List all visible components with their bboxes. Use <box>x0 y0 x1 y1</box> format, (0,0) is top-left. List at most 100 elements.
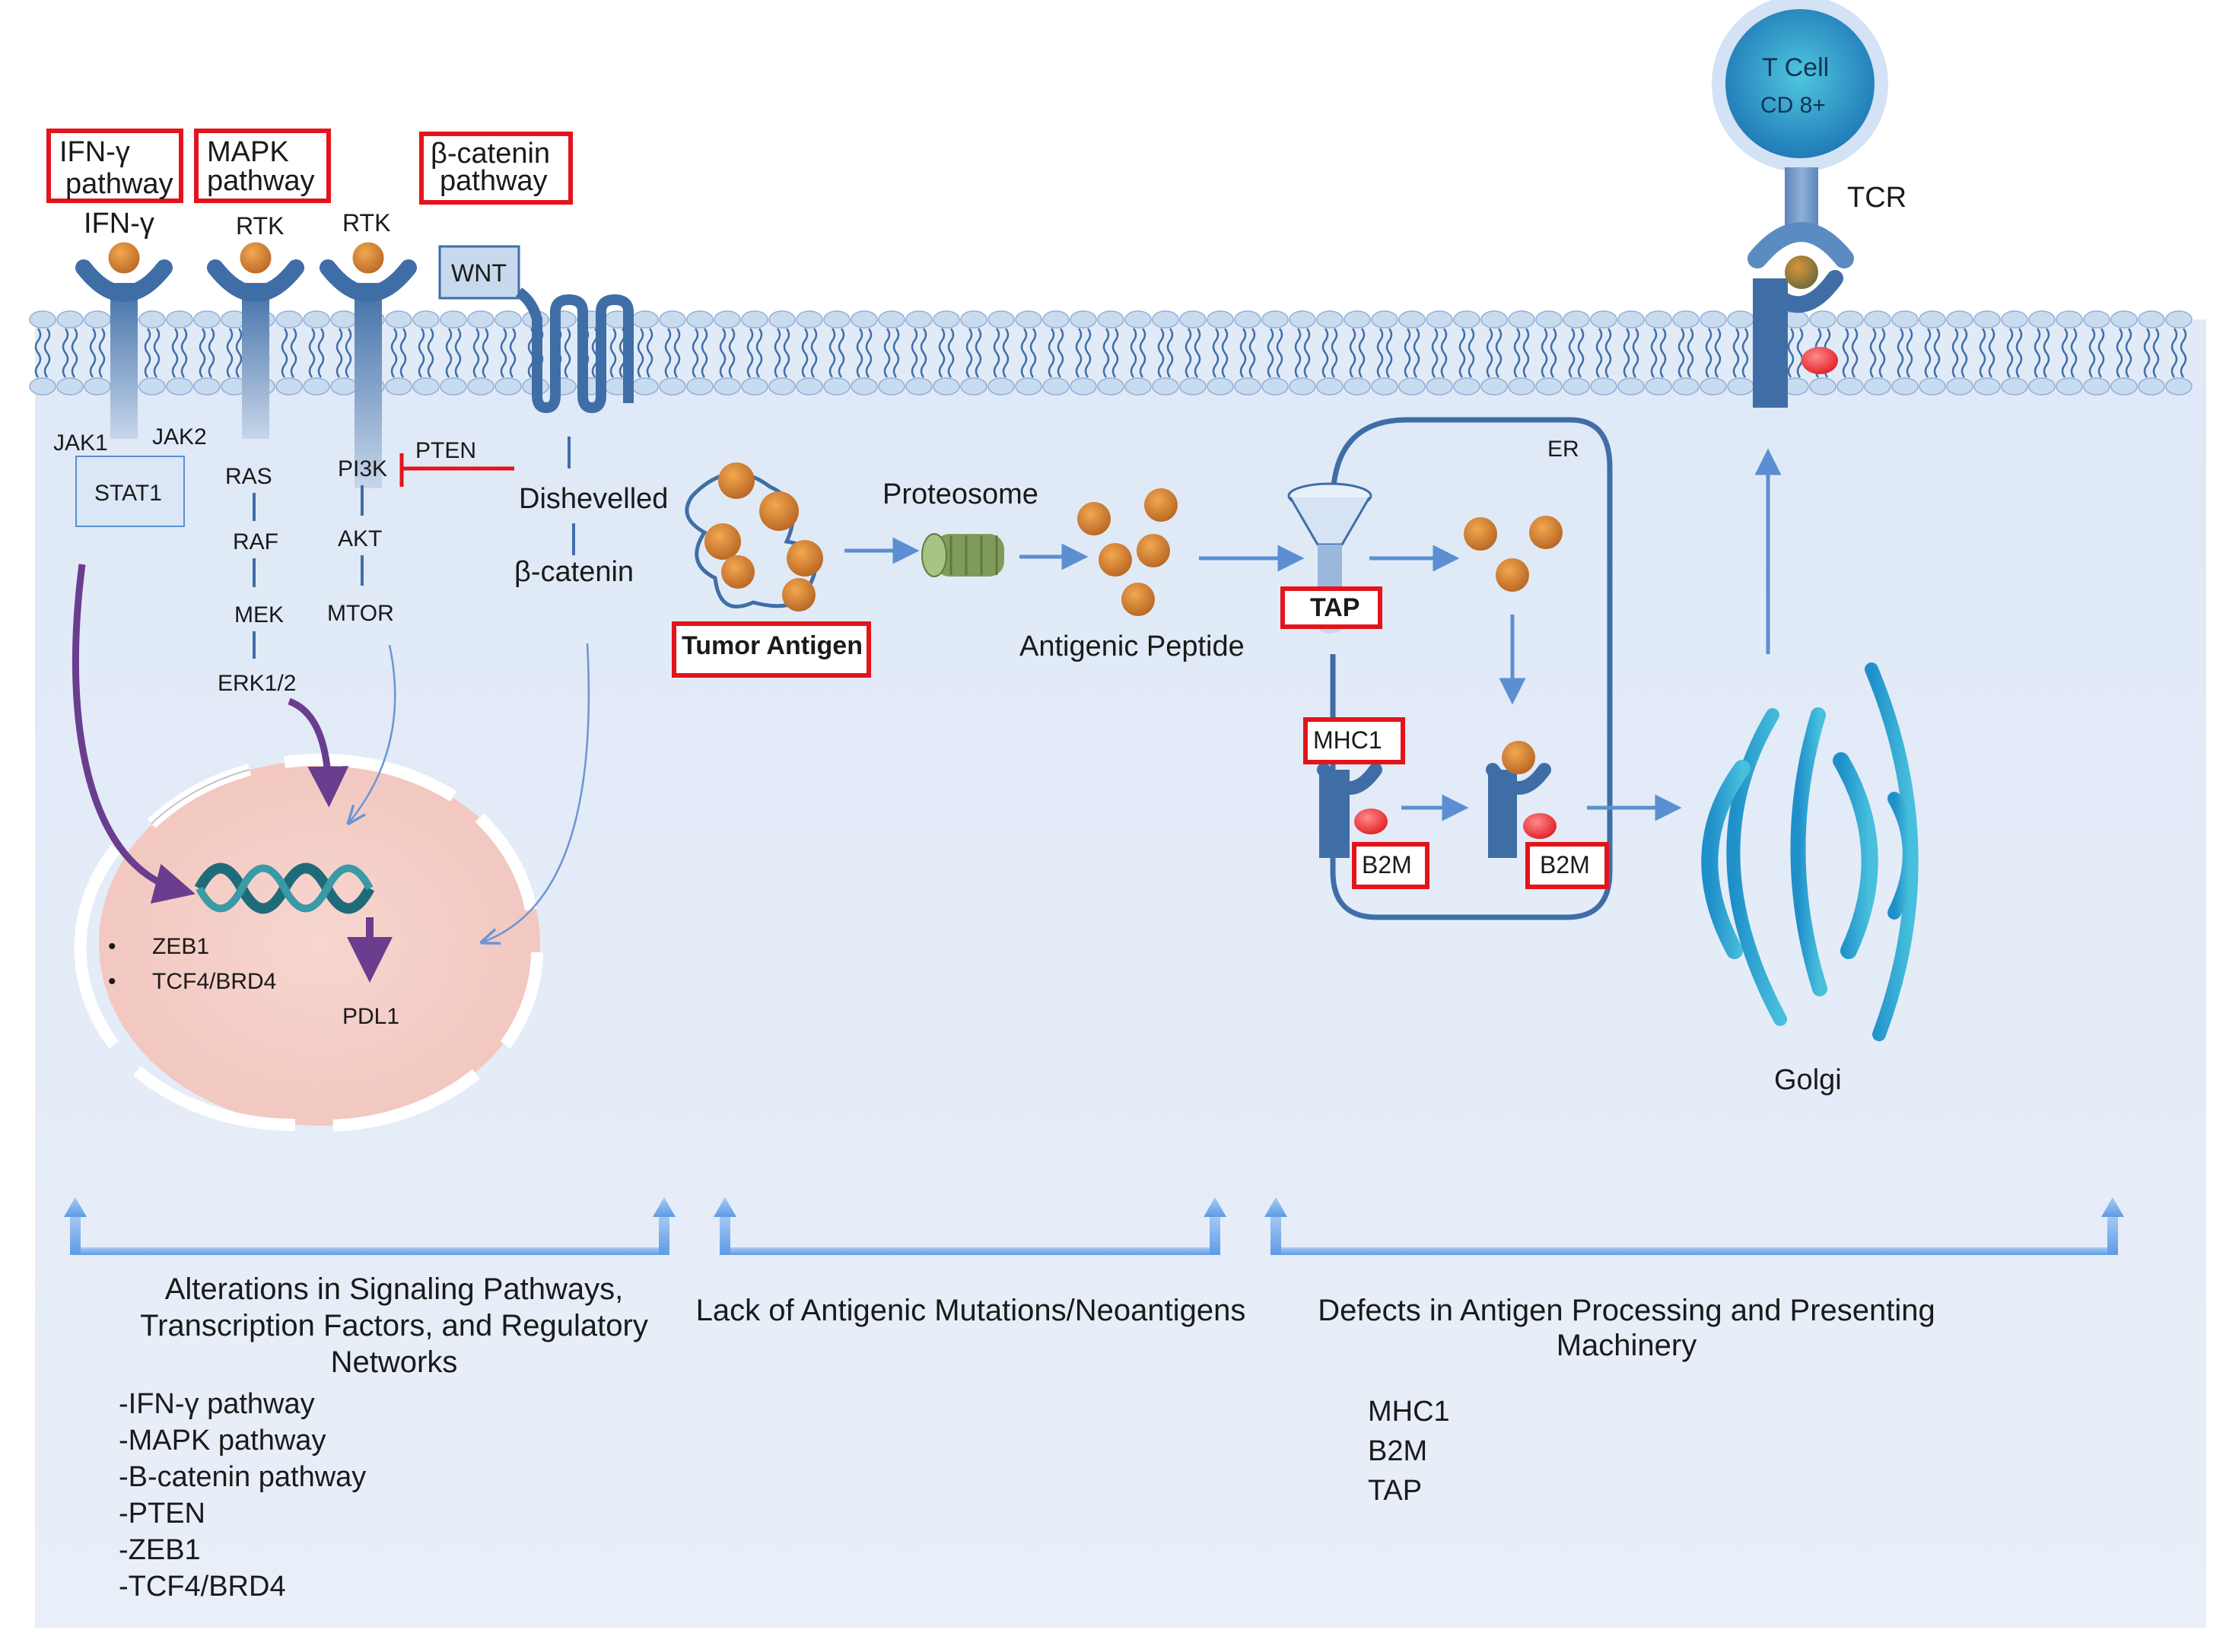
col1-list-item: -ZEB1 <box>119 1534 201 1566</box>
golgi-label: Golgi <box>1774 1064 1842 1096</box>
col3-list-item: TAP <box>1368 1475 1422 1507</box>
col1-list: -IFN-γ pathway -MAPK pathway -B-catenin pa… <box>119 1388 366 1603</box>
pi3k-label: PI3K <box>338 456 387 481</box>
rtk-label-1: RTK <box>236 212 284 240</box>
svg-text:MHC1: MHC1 <box>1313 726 1382 754</box>
rtk-receptor-1 <box>207 240 304 439</box>
beta-catenin-label: β-catenin <box>514 556 634 588</box>
rtk-ligand-1 <box>237 240 274 276</box>
stat1-box: STAT1 <box>75 456 185 527</box>
loaded-peptide <box>1502 741 1535 774</box>
tcr-label: TCR <box>1847 182 1906 214</box>
ras-label: RAS <box>225 464 272 489</box>
rtk-receptor-2 <box>320 240 417 488</box>
wnt-receptor: WNT <box>438 245 634 413</box>
col2-title: Lack of Antigenic Mutations/Neoantigens <box>696 1294 1246 1327</box>
col1-title-line3: Networks <box>331 1345 458 1379</box>
t-cell-icon: T Cell CD 8+ <box>1712 0 1888 228</box>
stat1-to-dna-arrow <box>72 564 196 904</box>
presented-peptide <box>1785 256 1818 289</box>
tcr-receptor <box>1747 222 1854 408</box>
svg-text:pathway: pathway <box>65 168 173 200</box>
bullet-2: • <box>108 969 116 994</box>
mek-label: MEK <box>234 602 284 627</box>
wnt-box <box>438 245 520 300</box>
akt-label: AKT <box>338 526 382 551</box>
pdl1-label: PDL1 <box>342 1004 399 1029</box>
svg-text:Tumor Antigen: Tumor Antigen <box>682 631 863 660</box>
col1-list-item: -PTEN <box>119 1498 205 1530</box>
dna-helix-icon <box>194 863 375 914</box>
b2m-ball-surface <box>1801 347 1838 374</box>
col3-list-item: MHC1 <box>1368 1396 1450 1428</box>
svg-text:TAP: TAP <box>1310 593 1359 622</box>
jak1-label: JAK1 <box>53 430 108 456</box>
rtk-ligand-2 <box>350 240 386 276</box>
bracket-neoantigens <box>714 1197 1226 1255</box>
svg-text:STAT1: STAT1 <box>94 481 162 506</box>
tumor-antigen-box: Tumor Antigen <box>672 621 871 678</box>
col3-title-line2: Machinery <box>1557 1329 1697 1362</box>
wnt-label: WNT <box>451 259 507 287</box>
cell-membrane <box>29 310 2206 396</box>
nucleus <box>74 753 543 1132</box>
erk-to-dna-arrow <box>288 697 349 808</box>
tumor-antigen-cluster <box>685 462 823 612</box>
golgi-icon <box>1701 662 1919 1041</box>
svg-text:β-catenin: β-catenin <box>431 138 550 170</box>
ifn-receptor <box>75 240 173 439</box>
mapk-pathway-box: MAPK pathway <box>194 129 331 203</box>
col3-list-item: B2M <box>1368 1435 1427 1467</box>
svg-text:B2M: B2M <box>1540 851 1590 878</box>
mtor-to-dna-arrow <box>350 644 396 821</box>
nucleus-item-zeb1: ZEB1 <box>152 934 209 959</box>
col1-title-line2: Transcription Factors, and Regulatory <box>140 1309 648 1342</box>
col1-list-item: -B-catenin pathway <box>119 1461 366 1493</box>
mhc1-loaded-icon <box>1486 741 1557 858</box>
ifn-pathway-box: IFN-γ pathway <box>46 129 183 203</box>
b2m-ball-1 <box>1354 809 1388 834</box>
mhc1-box: MHC1 <box>1303 717 1405 764</box>
mtor-label: MTOR <box>327 601 394 626</box>
svg-text:pathway: pathway <box>207 165 315 197</box>
ifn-gamma-label: IFN-γ <box>84 208 154 240</box>
dishevelled-label: Dishevelled <box>519 483 668 515</box>
col1-list-item: -MAPK pathway <box>119 1425 326 1457</box>
antigenic-peptide-label: Antigenic Peptide <box>1019 631 1245 662</box>
svg-text:CD 8+: CD 8+ <box>1760 93 1826 118</box>
jak2-label: JAK2 <box>152 424 207 450</box>
svg-text:IFN-γ: IFN-γ <box>59 136 130 168</box>
er-outline <box>1330 417 1613 920</box>
pten-label: PTEN <box>415 438 476 463</box>
b2m-box-2: B2M <box>1525 842 1609 889</box>
b2m-ball-2 <box>1523 813 1557 839</box>
beta-catenin-pathway-box: β-catenin pathway <box>419 132 573 205</box>
col1-list-item: -TCF4/BRD4 <box>119 1571 286 1603</box>
rtk-label-2: RTK <box>342 209 390 237</box>
bcatenin-to-nucleus-arrow <box>484 643 590 942</box>
pten-inhibition <box>399 453 514 487</box>
ifn-gamma-ligand <box>106 240 142 276</box>
proteosome-icon <box>921 533 1004 577</box>
svg-text:T Cell: T Cell <box>1762 53 1829 82</box>
er-label: ER <box>1547 437 1579 462</box>
er-peptides <box>1464 516 1563 592</box>
col1-title-line1: Alterations in Signaling Pathways, <box>165 1272 624 1306</box>
raf-label: RAF <box>233 529 278 554</box>
col3-title-line1: Defects in Antigen Processing and Presen… <box>1318 1294 1935 1327</box>
b2m-box-1: B2M <box>1352 842 1429 889</box>
bracket-signaling <box>64 1197 676 1255</box>
svg-text:pathway: pathway <box>440 165 548 197</box>
bracket-antigen-processing <box>1264 1197 2124 1255</box>
svg-text:MAPK: MAPK <box>207 136 289 168</box>
bullet-1: • <box>108 934 116 959</box>
erk-label: ERK1/2 <box>218 671 296 696</box>
col1-list-item: -IFN-γ pathway <box>119 1388 315 1420</box>
tap-box: TAP <box>1280 586 1382 629</box>
mhc1-empty-icon <box>1317 763 1388 858</box>
svg-text:B2M: B2M <box>1362 851 1412 878</box>
proteosome-label: Proteosome <box>882 478 1038 510</box>
nucleus-item-tcf4: TCF4/BRD4 <box>152 969 276 994</box>
